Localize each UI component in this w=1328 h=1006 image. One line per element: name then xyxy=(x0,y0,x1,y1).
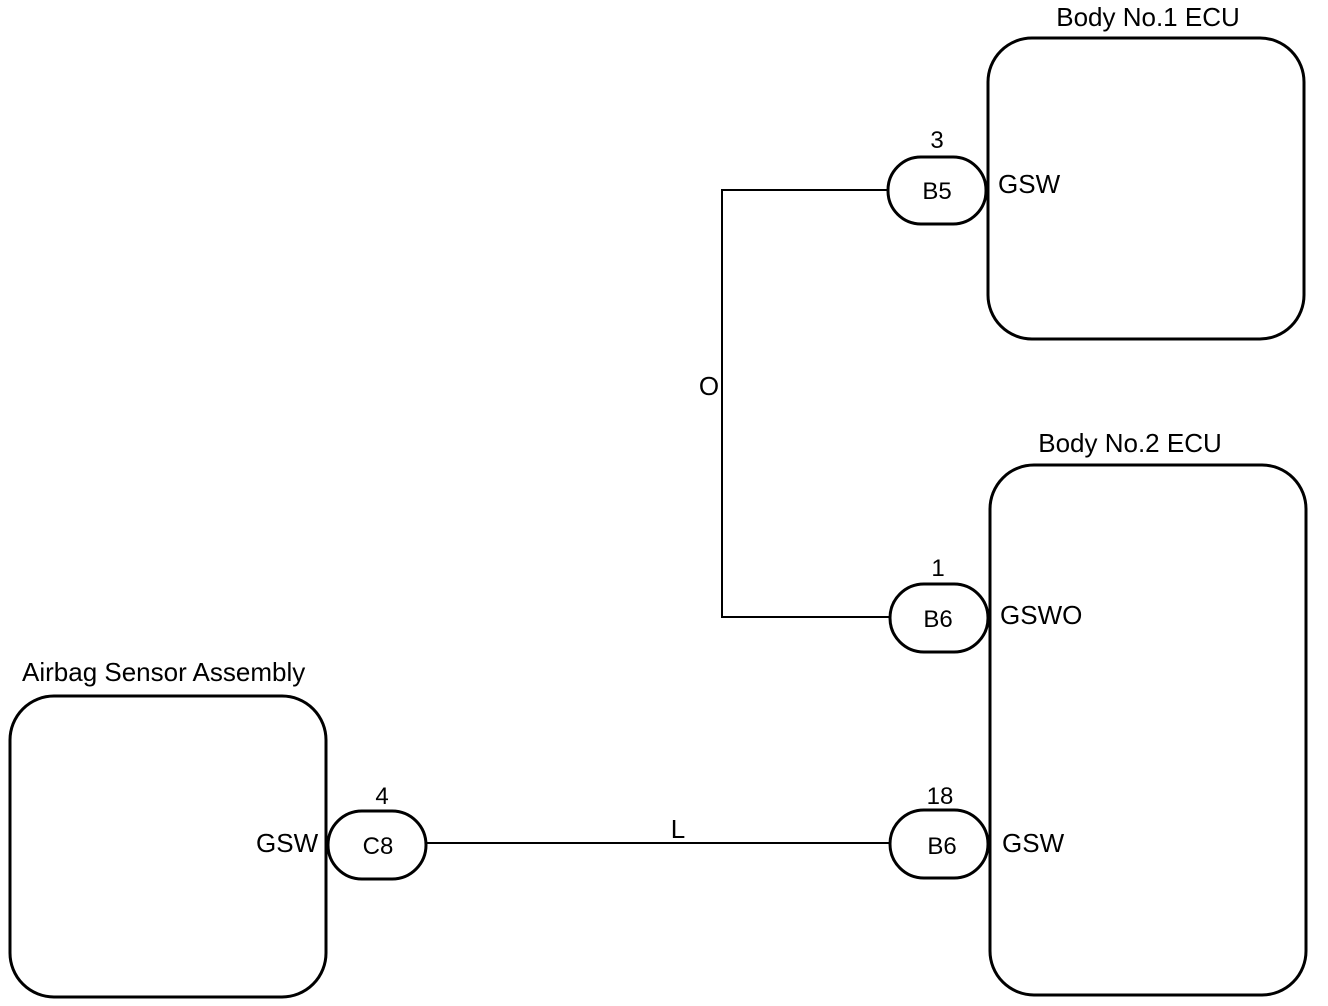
wire-o-label: O xyxy=(699,371,719,401)
connector-b5: B5 3 xyxy=(886,127,988,226)
connector-b6-top-shape xyxy=(888,582,990,654)
airbag-sensor-assembly: Airbag Sensor Assembly GSW xyxy=(8,657,328,999)
connector-b6-bottom-pin: 18 xyxy=(927,783,954,810)
airbag-terminal-gsw: GSW xyxy=(256,828,319,858)
body-no2-terminal-gswo: GSWO xyxy=(1000,600,1082,630)
connector-b5-shape xyxy=(886,155,988,226)
body-no2-terminal-gsw: GSW xyxy=(1002,828,1065,858)
connector-b6-top-label: B6 xyxy=(923,606,952,633)
connector-c8-label: C8 xyxy=(363,833,394,860)
connector-b6-top: B6 1 xyxy=(888,555,990,654)
connector-c8: C8 4 xyxy=(326,783,428,881)
body-no1-ecu-title: Body No.1 ECU xyxy=(1056,2,1240,32)
body-no2-ecu-box xyxy=(988,463,1308,997)
body-no1-ecu-box xyxy=(986,36,1306,341)
airbag-sensor-title: Airbag Sensor Assembly xyxy=(22,657,305,687)
connector-c8-pin: 4 xyxy=(375,783,388,810)
wire-l-label: L xyxy=(671,814,685,844)
body-no2-ecu: Body No.2 ECU GSWO GSW xyxy=(988,428,1308,997)
connector-b6-top-pin: 1 xyxy=(931,555,944,582)
connector-c8-shape xyxy=(326,809,428,881)
connector-b6-bottom-shape xyxy=(888,808,990,880)
connector-b6-bottom: B6 18 xyxy=(888,783,990,880)
body-no2-ecu-title: Body No.2 ECU xyxy=(1038,428,1222,458)
airbag-sensor-box xyxy=(8,694,328,999)
connector-b5-pin: 3 xyxy=(930,127,943,154)
wire-o xyxy=(721,189,890,618)
body-no1-terminal-gsw: GSW xyxy=(998,169,1061,199)
body-no1-ecu: Body No.1 ECU GSW xyxy=(986,2,1306,341)
connector-b5-label: B5 xyxy=(922,178,951,205)
connector-b6-bottom-label: B6 xyxy=(927,833,956,860)
